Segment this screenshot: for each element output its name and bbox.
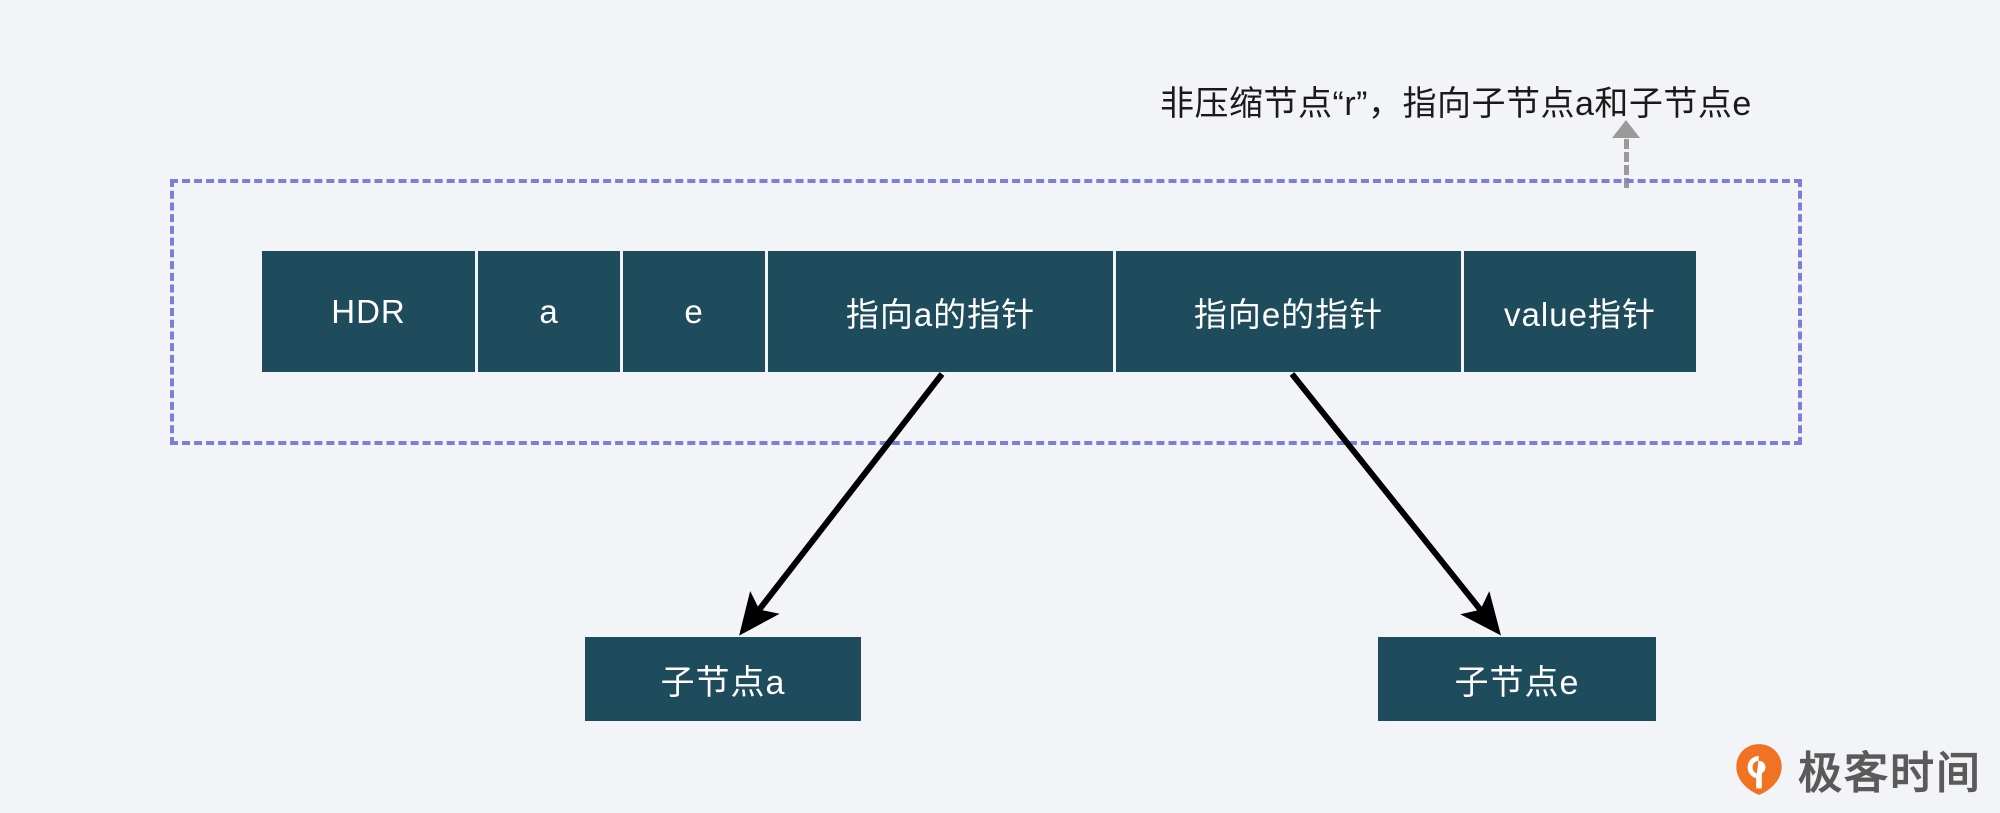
- cell-char-a[interactable]: a: [478, 251, 623, 372]
- cell-pointer-a[interactable]: 指向a的指针: [768, 251, 1116, 372]
- cell-char-e[interactable]: e: [623, 251, 768, 372]
- child-node-a[interactable]: 子节点a: [585, 637, 861, 721]
- node-record: HDR a e 指向a的指针 指向e的指针 value指针: [262, 251, 1696, 372]
- watermark: 极客时间: [1732, 737, 1982, 801]
- uncompressed-node-group: [170, 179, 1802, 445]
- annotation-label: 非压缩节点“r”，指向子节点a和子节点e: [1160, 85, 1752, 123]
- cell-hdr[interactable]: HDR: [262, 251, 478, 372]
- watermark-label: 极客时间: [1798, 749, 1982, 798]
- child-node-e[interactable]: 子节点e: [1378, 637, 1656, 721]
- cell-pointer-e[interactable]: 指向e的指针: [1116, 251, 1464, 372]
- leader-line: [1624, 126, 1629, 188]
- cell-value-pointer[interactable]: value指针: [1464, 251, 1696, 372]
- geektime-logo-icon: [1736, 744, 1782, 795]
